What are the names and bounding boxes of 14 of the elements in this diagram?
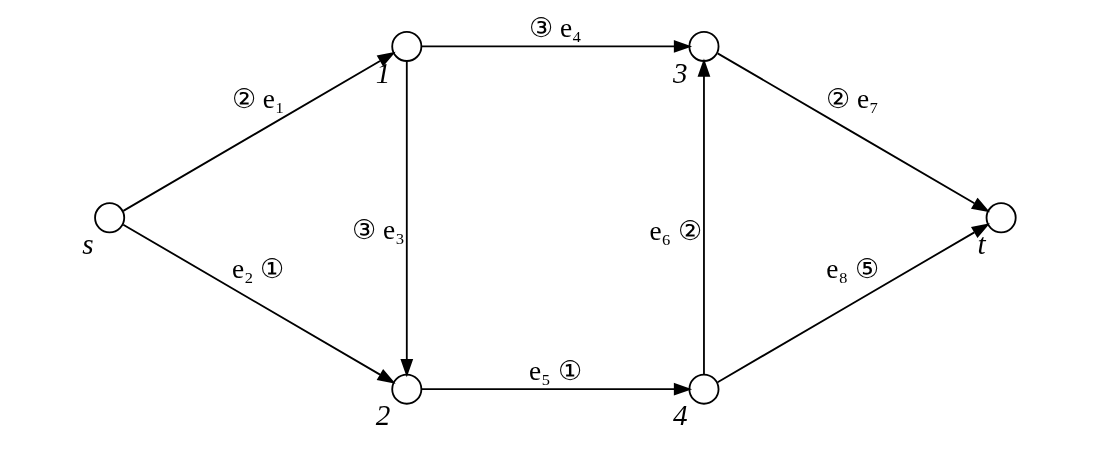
edge-label: e₅ ① (529, 356, 582, 387)
edge-label: ③ e₄ (529, 13, 582, 44)
edge-label: e₆ ② (649, 216, 702, 247)
node-label: 2 (375, 399, 391, 432)
node-label: 1 (375, 56, 391, 89)
node-label: t (977, 227, 986, 260)
edge-label: ② e₁ (231, 84, 285, 115)
node-label: 4 (672, 399, 688, 432)
edge-label: ③ e₃ (352, 215, 405, 246)
node-label: 3 (672, 56, 688, 89)
edge-label: e₂ ① (231, 253, 285, 284)
edge-label: ② e₇ (826, 84, 879, 115)
edge-label: e₈ ⑤ (826, 253, 879, 284)
node-label: s (82, 227, 94, 260)
